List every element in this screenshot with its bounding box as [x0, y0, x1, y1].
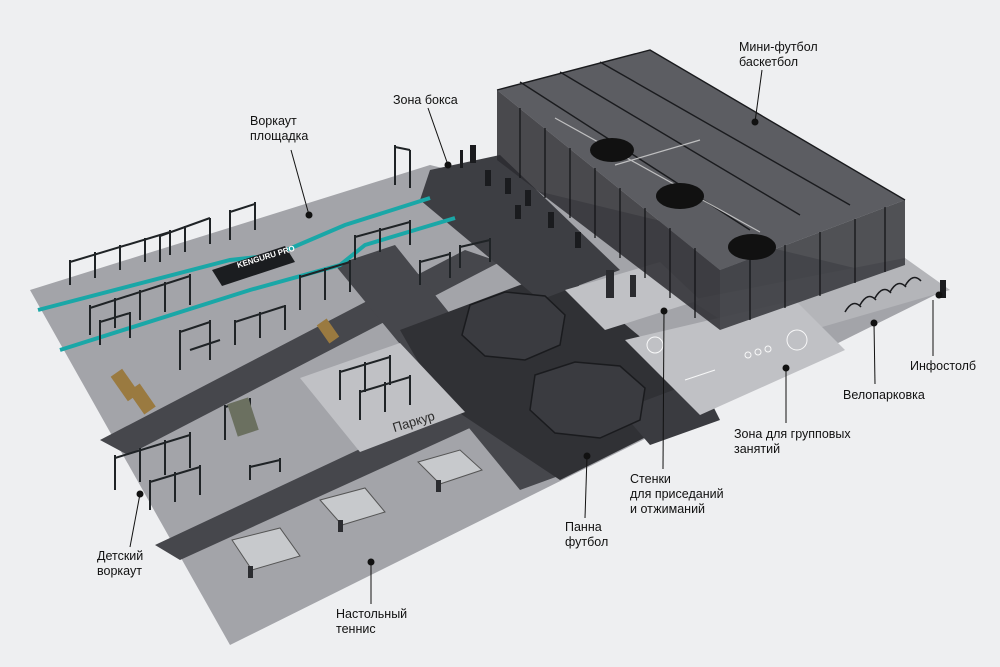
label-line: Панна [565, 520, 602, 534]
label-line: Детский [97, 549, 144, 563]
panna-cage-1 [461, 291, 566, 361]
label-group-zone: Зона для групповых занятий [734, 427, 851, 457]
label-line: воркаут [97, 564, 142, 578]
label-line: для приседаний [630, 487, 724, 501]
label-line: футбол [565, 535, 609, 549]
label-minifootball: Мини-футбол баскетбол [739, 40, 818, 70]
label-line: теннис [336, 622, 376, 636]
label-infopost: Инфостолб [910, 359, 976, 374]
leader-lines [129, 69, 934, 604]
panna-cage-2 [529, 361, 646, 439]
label-bike-parking: Велопарковка [843, 388, 925, 403]
bike-rack [844, 276, 922, 313]
label-line: Инфостолб [910, 359, 977, 373]
label-line: Мини-футбол [739, 40, 818, 54]
label-workout: Воркаут площадка [250, 114, 308, 144]
label-line: Зона для групповых [734, 427, 851, 441]
squat-wall [606, 270, 614, 298]
label-line: баскетбол [739, 55, 799, 69]
label-line: Велопарковка [843, 388, 925, 402]
label-line: Воркаут [250, 114, 297, 128]
group-zone-markings [646, 329, 808, 381]
boxing-bags [460, 145, 581, 248]
label-line: площадка [250, 129, 309, 143]
label-kids-workout: Детский воркаут [97, 549, 143, 579]
logo-slab [212, 246, 295, 286]
bench-3 [316, 318, 340, 344]
group-zone [625, 300, 845, 415]
label-line: Настольный [336, 607, 408, 621]
cage [496, 49, 906, 330]
label-line: и отжиманий [630, 502, 706, 516]
squat-wall-2 [630, 275, 636, 297]
dark-area-upper [420, 155, 620, 300]
label-boxing: Зона бокса [393, 93, 458, 108]
leader-dots [136, 118, 943, 566]
label-panna: Панна футбол [565, 520, 608, 550]
info-post [940, 280, 946, 298]
path-lower [155, 395, 505, 560]
parkour-zone [300, 343, 465, 452]
label-table-tennis: Настольный теннис [336, 607, 407, 637]
climbing-wall [227, 397, 259, 437]
label-line: Стенки [630, 472, 671, 486]
workout-equipment [69, 145, 491, 510]
label-line: Зона бокса [393, 93, 458, 107]
tennis-tables [231, 449, 483, 571]
label-walls: Стенки для приседаний и отжиманий [630, 472, 724, 517]
label-line: занятий [734, 442, 781, 456]
tennis-table-shadows [248, 480, 441, 578]
bench-2 [128, 383, 156, 415]
